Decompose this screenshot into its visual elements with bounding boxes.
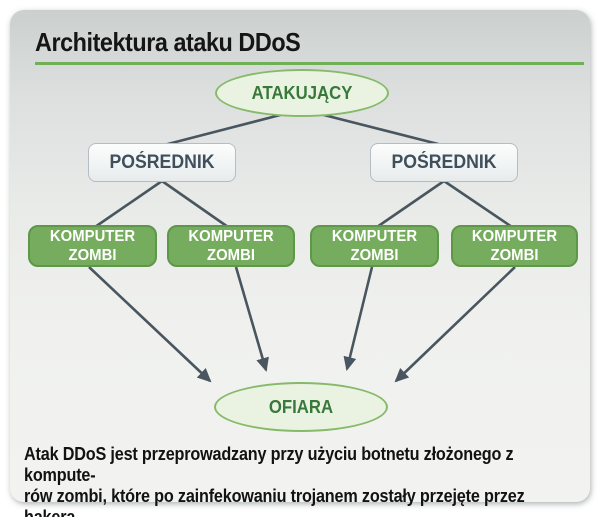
intermediary-node-right: POŚREDNIK bbox=[370, 143, 518, 182]
zombie-node-2: KOMPUTER ZOMBI bbox=[167, 225, 295, 267]
zombie-1-label: KOMPUTER ZOMBI bbox=[49, 228, 136, 264]
zombie-3-label: KOMPUTER ZOMBI bbox=[331, 228, 418, 264]
zombie-node-1: KOMPUTER ZOMBI bbox=[28, 225, 157, 267]
zombie-4-label: KOMPUTER ZOMBI bbox=[471, 228, 558, 264]
page-title: Architektura ataku DDoS bbox=[35, 27, 301, 57]
zombie-node-4: KOMPUTER ZOMBI bbox=[451, 225, 578, 267]
intermediary-left-label: POŚREDNIK bbox=[109, 151, 215, 173]
victim-label: OFIARA bbox=[268, 396, 334, 417]
victim-node: OFIARA bbox=[214, 382, 388, 432]
intermediary-node-left: POŚREDNIK bbox=[88, 143, 236, 182]
attacker-node: ATAKUJĄCY bbox=[215, 69, 389, 117]
caption-text: Atak DDoS jest przeprowadzany przy użyci… bbox=[24, 444, 525, 517]
intermediary-right-label: POŚREDNIK bbox=[391, 151, 497, 173]
zombie-node-3: KOMPUTER ZOMBI bbox=[310, 225, 439, 267]
attacker-label: ATAKUJĄCY bbox=[251, 82, 353, 103]
title-underline bbox=[35, 62, 584, 65]
zombie-2-label: KOMPUTER ZOMBI bbox=[188, 228, 274, 264]
